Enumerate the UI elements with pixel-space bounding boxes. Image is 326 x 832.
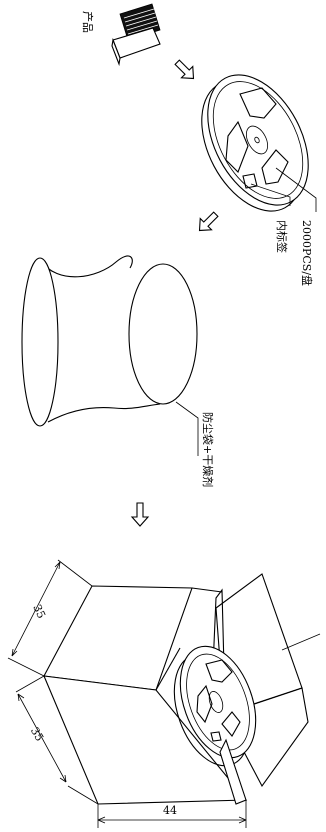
- arrow-3-icon: [132, 503, 148, 526]
- product-label: 产品: [81, 11, 95, 33]
- dimension-length-a-text: 35: [30, 602, 48, 620]
- product-component: [112, 4, 160, 64]
- dust-bag-label: 防尘袋+干燥剂: [201, 412, 215, 487]
- dimension-length-b-text: 35: [28, 725, 46, 744]
- dimension-length-b: [16, 676, 98, 804]
- reel-qty-label: 2000PCS/盘: [300, 220, 314, 286]
- reel-qty-leader: [276, 168, 316, 212]
- reel-component: [181, 58, 326, 228]
- inner-label-label: 内标签: [275, 220, 289, 253]
- arrow-1-icon: [172, 57, 200, 85]
- dimension-width-text: 44: [163, 804, 177, 817]
- box-leader: [282, 634, 320, 650]
- inner-label-leader: [251, 184, 290, 206]
- dust-bag-leader: [176, 402, 198, 456]
- dimension-width: [98, 800, 246, 828]
- dimension-length-a: [8, 560, 92, 676]
- arrow-2-icon: [194, 209, 222, 237]
- dust-bag-component: [22, 256, 197, 426]
- carton-box-component: [44, 574, 308, 804]
